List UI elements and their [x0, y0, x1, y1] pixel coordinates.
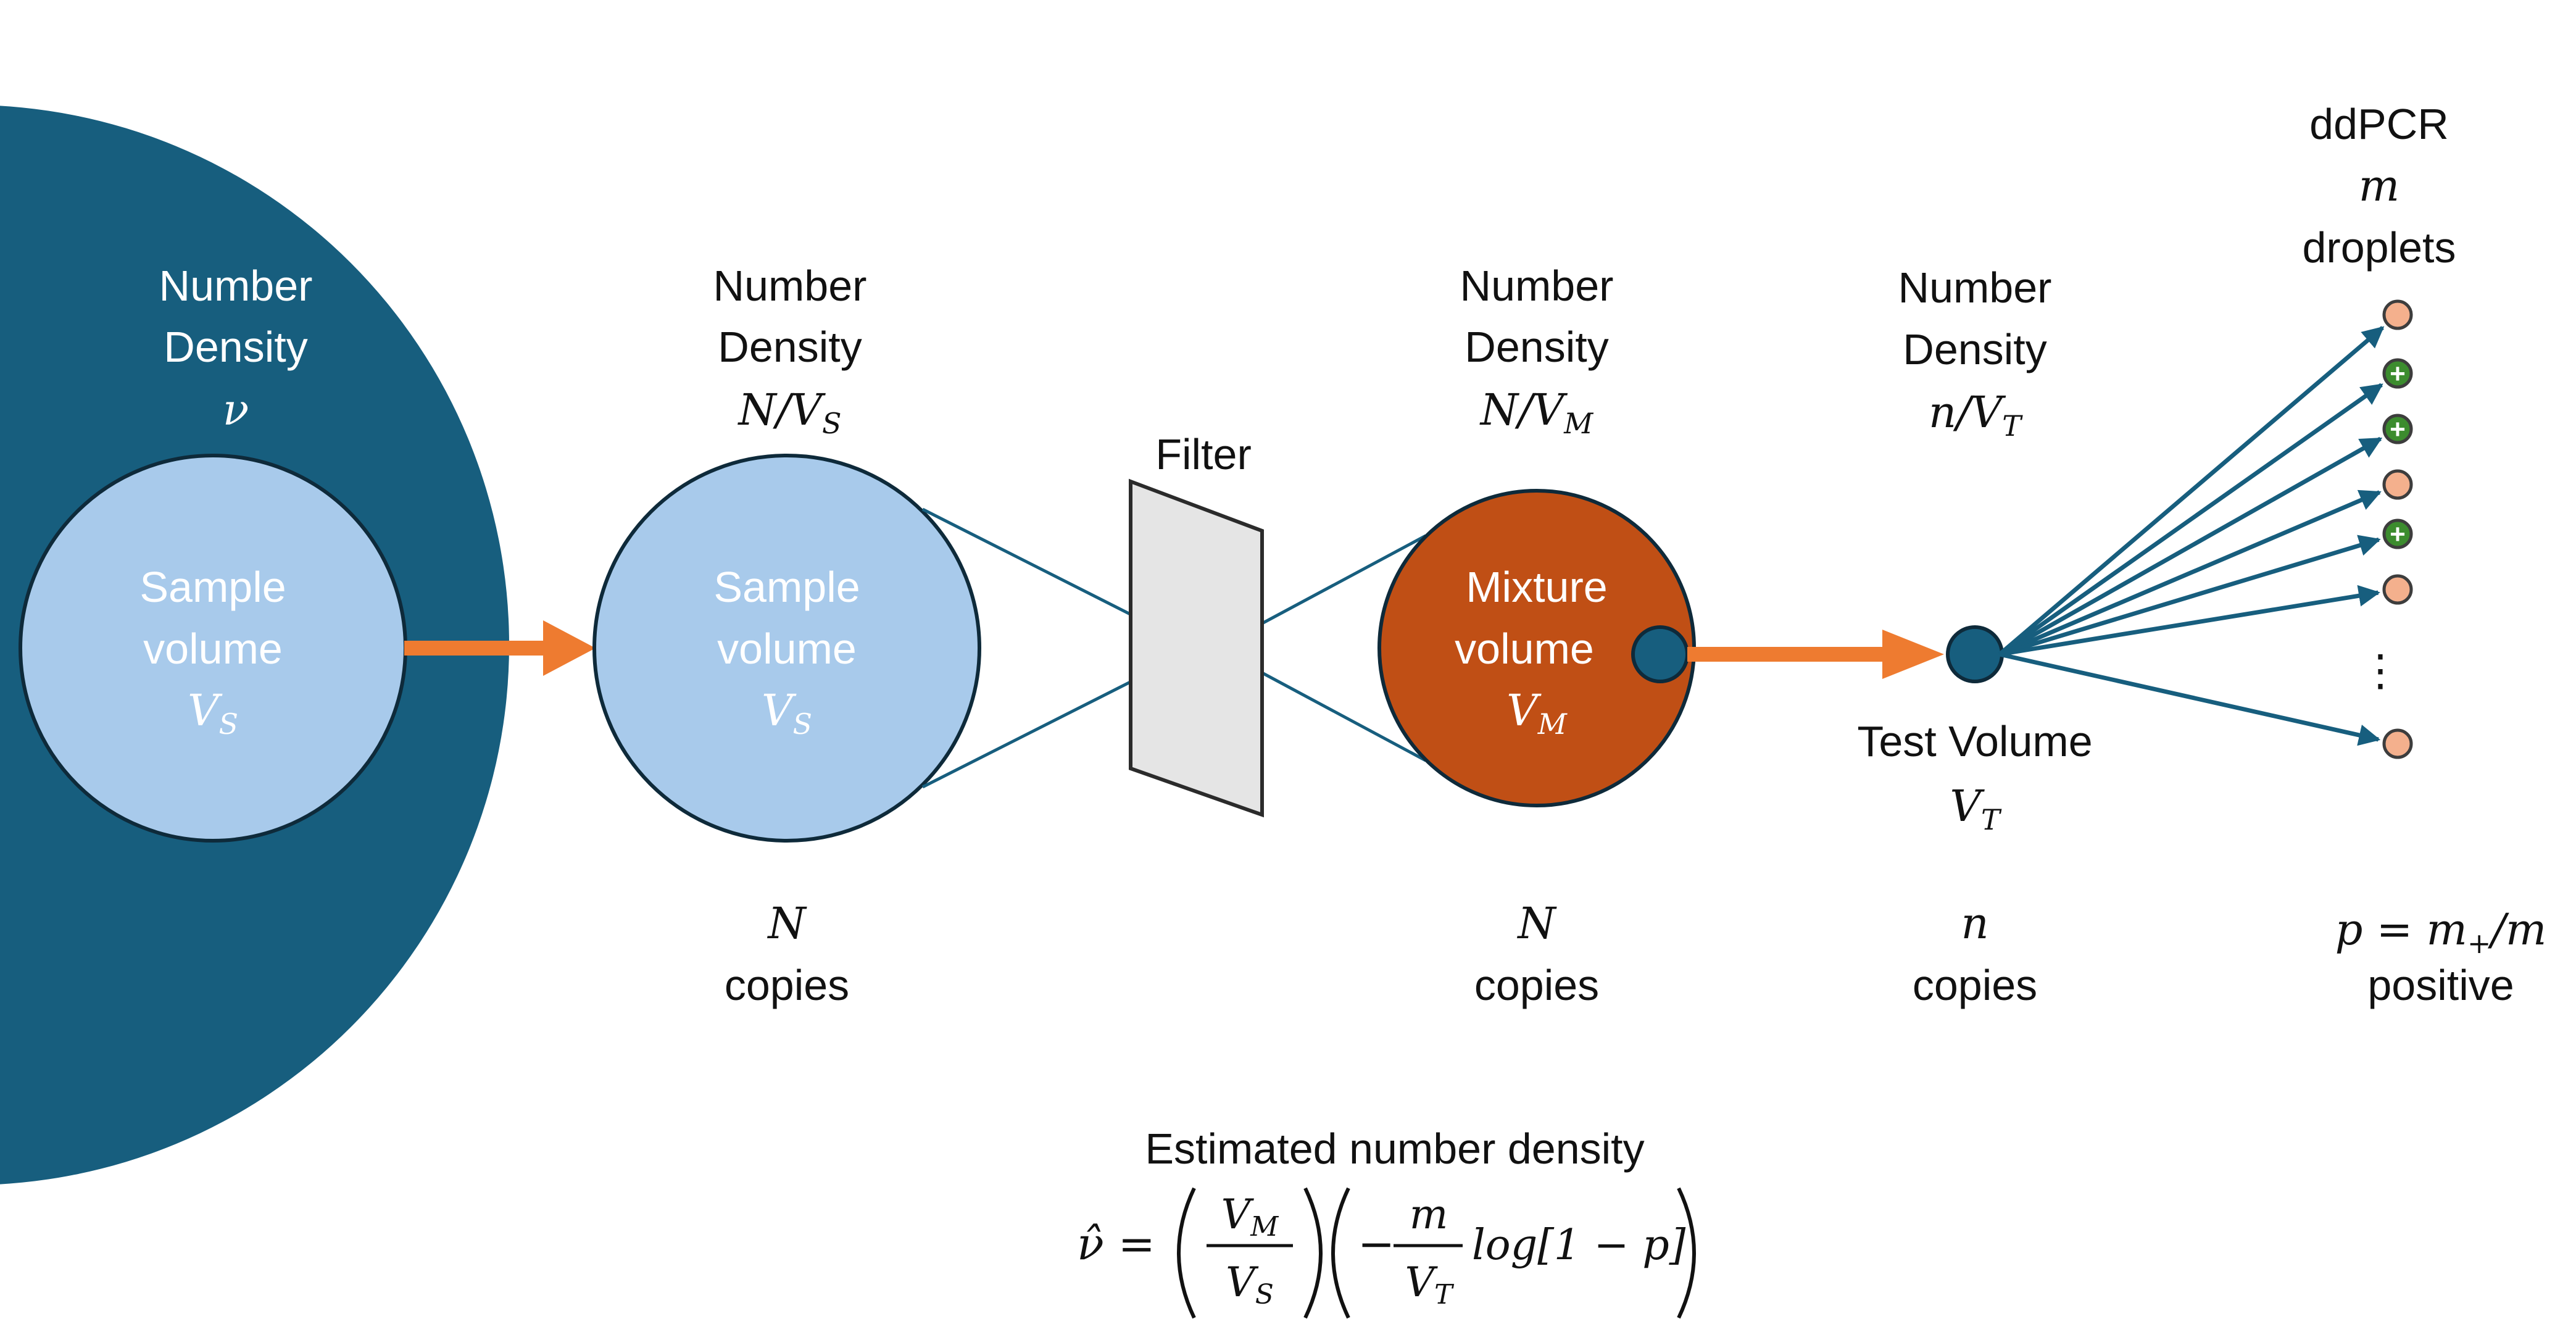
ddpcr-arrow	[1998, 535, 2381, 657]
population-symbol: ν	[223, 385, 249, 435]
mixture-copies-symbol: N	[1516, 898, 1557, 949]
test-copies-symbol: n	[1961, 898, 1988, 949]
mixture-copies-label: copies	[1474, 961, 1599, 1009]
test-density-symbol: n/VT	[1929, 387, 2023, 443]
estimate-formula: ν̂ = VM VS − m VT log[1 − p]	[1077, 1187, 1696, 1319]
droplet-negative	[2382, 299, 2413, 330]
arrow-sample-shaft	[404, 641, 552, 656]
arrow-sample-head	[543, 620, 596, 676]
mixture-density-label-1: Number	[1460, 262, 1614, 310]
ddpcr-arrow	[1999, 652, 2381, 746]
ddpcr-arrow	[1998, 436, 2383, 657]
frac2-den: VT	[1405, 1259, 1455, 1310]
funnel-line-upper-right	[1261, 534, 1427, 625]
estimate-title: Estimated number density	[1145, 1125, 1644, 1173]
sample-volume-label-2: volume	[717, 625, 857, 673]
ddpcr-arrow	[1999, 585, 2380, 657]
droplet-negative	[2382, 469, 2413, 500]
paren-1-right	[1303, 1187, 1323, 1319]
mixture-density-label-2: Density	[1465, 323, 1608, 371]
droplet-plus-icon: +	[2390, 359, 2406, 389]
frac2-num: m	[1410, 1191, 1448, 1238]
sample-in-pop-label-2: volume	[143, 625, 283, 673]
arrow-test-shaft	[1687, 647, 1891, 662]
test-density-label-1: Number	[1898, 264, 2052, 312]
filter-label: Filter	[1155, 430, 1252, 478]
estimate-lhs: ν̂ =	[1077, 1218, 1155, 1270]
sample-copies-label: copies	[725, 961, 849, 1009]
mixture-volume-label-2: volume	[1455, 625, 1594, 673]
droplet-plus-icon: +	[2390, 519, 2406, 549]
mixture-volume-label-1: Mixture	[1466, 563, 1607, 611]
ddpcr-title: ddPCR	[2309, 100, 2449, 148]
ddpcr-fan	[1998, 326, 2385, 746]
sample-volume-symbol: VS	[762, 685, 812, 741]
droplet-positive: +	[2382, 518, 2413, 549]
test-volume-circle	[1946, 625, 2004, 683]
sample-copies-symbol: N	[767, 898, 807, 949]
sample-in-pop-symbol: VS	[188, 685, 238, 741]
droplet-negative	[2382, 574, 2413, 605]
test-copies-label: copies	[1913, 961, 2037, 1009]
ddpcr-droplets: + + +	[2382, 299, 2413, 759]
test-volume-label: Test Volume	[1857, 717, 2092, 765]
mixture-volume-symbol: VM	[1506, 685, 1568, 741]
frac1-num: VM	[1221, 1191, 1279, 1243]
sample-density-label-1: Number	[713, 262, 867, 310]
ddpcr-symbol: m	[2359, 160, 2399, 211]
ddpcr-ellipsis: ⋮	[2359, 646, 2402, 694]
mixture-aliquot-circle	[1631, 625, 1689, 683]
ddpcr-positive-label: positive	[2367, 961, 2514, 1009]
test-density-label-2: Density	[1903, 325, 2046, 373]
paren-2-right	[1677, 1187, 1696, 1319]
funnel-line-lower-right	[1261, 671, 1427, 762]
population-label-number: Number	[159, 262, 313, 310]
droplet-positive: +	[2382, 414, 2413, 444]
ddpcr-arrow	[1998, 489, 2382, 657]
paren-1-left	[1177, 1187, 1196, 1319]
ddpcr-arrow	[1998, 326, 2385, 656]
sample-in-pop-label-1: Sample	[139, 563, 286, 611]
estimate-minus: −	[1358, 1218, 1395, 1270]
ddpcr-droplets-label: droplets	[2302, 223, 2456, 272]
mixture-density-symbol: N/VM	[1479, 385, 1594, 440]
test-volume-symbol: VT	[1950, 781, 2002, 836]
sample-density-label-2: Density	[718, 323, 862, 371]
population-label-density: Density	[164, 323, 307, 371]
sample-circle	[592, 454, 981, 843]
ddpcr-arrow	[1998, 383, 2383, 656]
paren-2-left	[1331, 1187, 1350, 1319]
sample-volume-label-1: Sample	[713, 563, 860, 611]
ddpcr-p-formula: p = m+/m	[2335, 904, 2547, 960]
droplet-negative	[2382, 728, 2413, 759]
sample-density-symbol: N/VS	[737, 385, 842, 440]
filter-shape	[1129, 478, 1264, 818]
estimate-log: log[1 − p]	[1472, 1221, 1686, 1270]
droplet-positive: +	[2382, 358, 2413, 389]
droplet-plus-icon: +	[2390, 414, 2406, 444]
frac1-den: VS	[1226, 1259, 1274, 1310]
arrow-test-head	[1882, 630, 1944, 679]
